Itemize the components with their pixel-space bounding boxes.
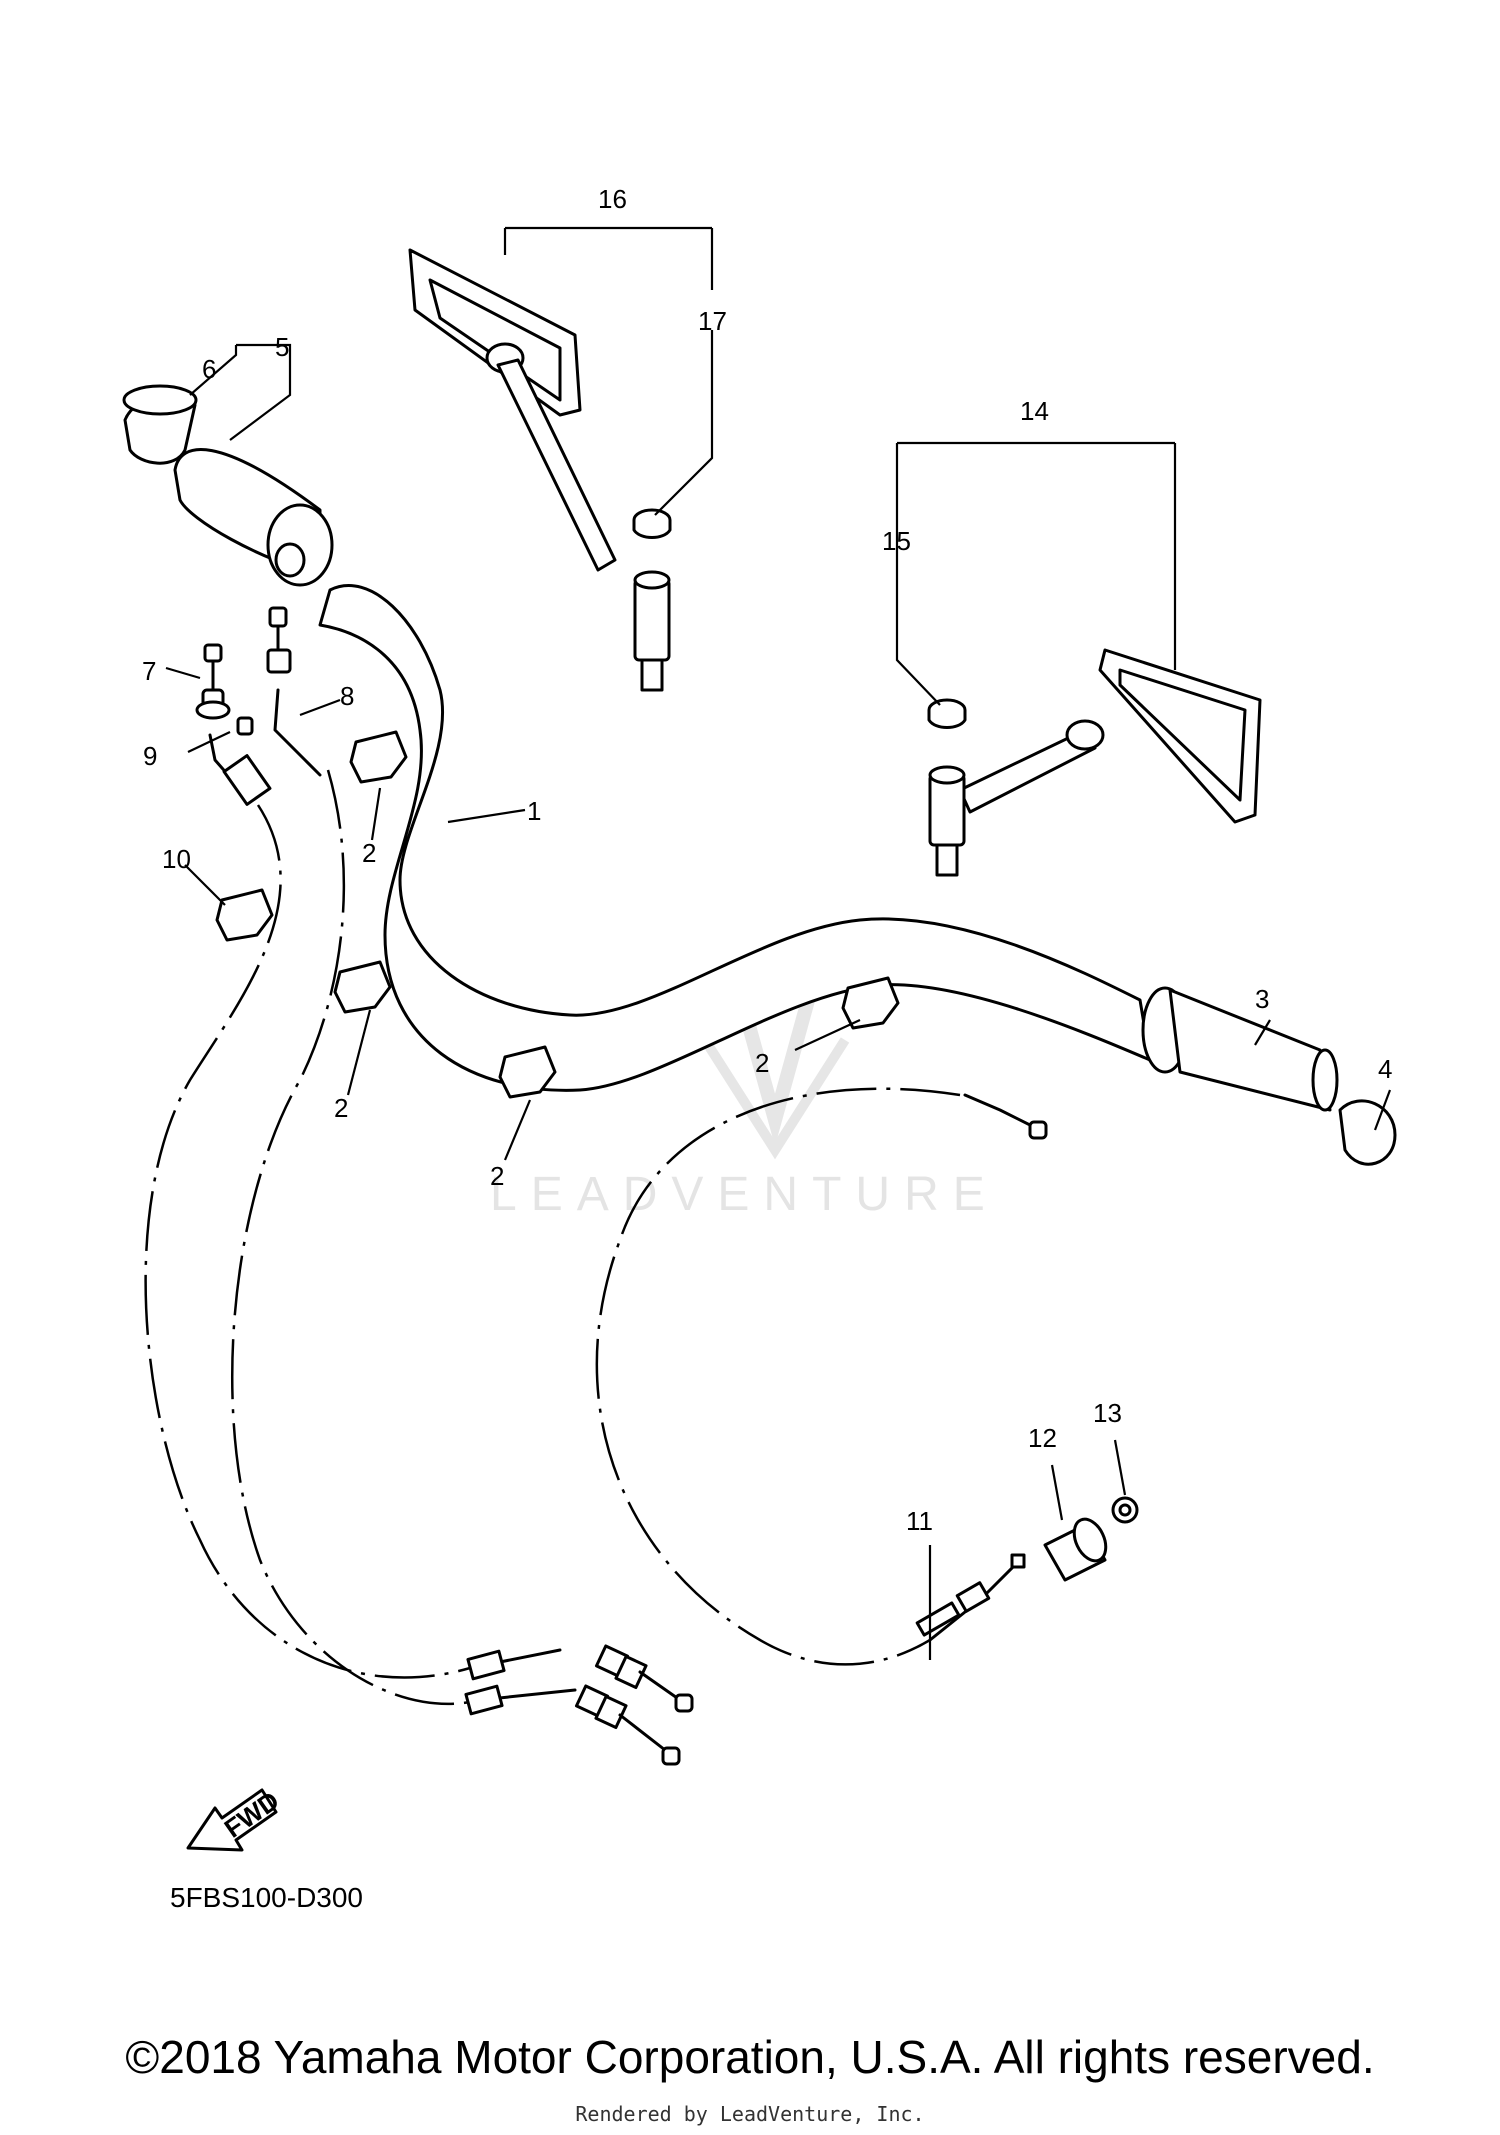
- callout-2a: 2: [362, 838, 376, 868]
- clamps: [215, 730, 900, 1099]
- callout-2b: 2: [334, 1093, 348, 1123]
- callout-15: 15: [882, 526, 911, 556]
- left-grip: [122, 384, 334, 587]
- rendered-by-text: Rendered by LeadVenture, Inc.: [575, 2102, 925, 2126]
- right-mirror: [927, 648, 1262, 877]
- callout-8: 8: [340, 681, 354, 711]
- callout-2d: 2: [755, 1048, 769, 1078]
- callout-6: 6: [202, 354, 216, 384]
- callout-16: 16: [598, 184, 627, 214]
- diagram-code: 5FBS100-D300: [170, 1882, 364, 1913]
- leader-lines: [165, 226, 1392, 1660]
- callout-2c: 2: [490, 1161, 504, 1191]
- cables: [144, 688, 1048, 1766]
- callouts: 16 17 14 15 5 6 7 8 9 10 1 2 2 2 2 3 4 1…: [142, 184, 1392, 1536]
- callout-13: 13: [1093, 1398, 1122, 1428]
- small-fittings: [195, 606, 292, 736]
- leadventure-watermark: LEADVENTURE: [490, 973, 999, 1221]
- callout-4: 4: [1378, 1054, 1392, 1084]
- callout-11: 11: [906, 1506, 933, 1536]
- callout-7: 7: [142, 656, 156, 686]
- callout-3: 3: [1255, 984, 1269, 1014]
- callout-10: 10: [162, 844, 191, 874]
- callout-5: 5: [275, 332, 289, 362]
- callout-1: 1: [527, 796, 541, 826]
- watermark-text: LEADVENTURE: [490, 1168, 999, 1221]
- callout-12: 12: [1028, 1423, 1057, 1453]
- callout-14: 14: [1020, 396, 1049, 426]
- fwd-arrow: FWD: [186, 1785, 284, 1852]
- callout-17: 17: [698, 306, 727, 336]
- cable-adjuster: [1043, 1496, 1139, 1582]
- left-mirror: [408, 248, 672, 692]
- callout-9: 9: [143, 741, 157, 771]
- copyright-text: ©2018 Yamaha Motor Corporation, U.S.A. A…: [125, 2031, 1375, 2083]
- right-grip: [1141, 986, 1397, 1166]
- handlebar: [318, 584, 1152, 1092]
